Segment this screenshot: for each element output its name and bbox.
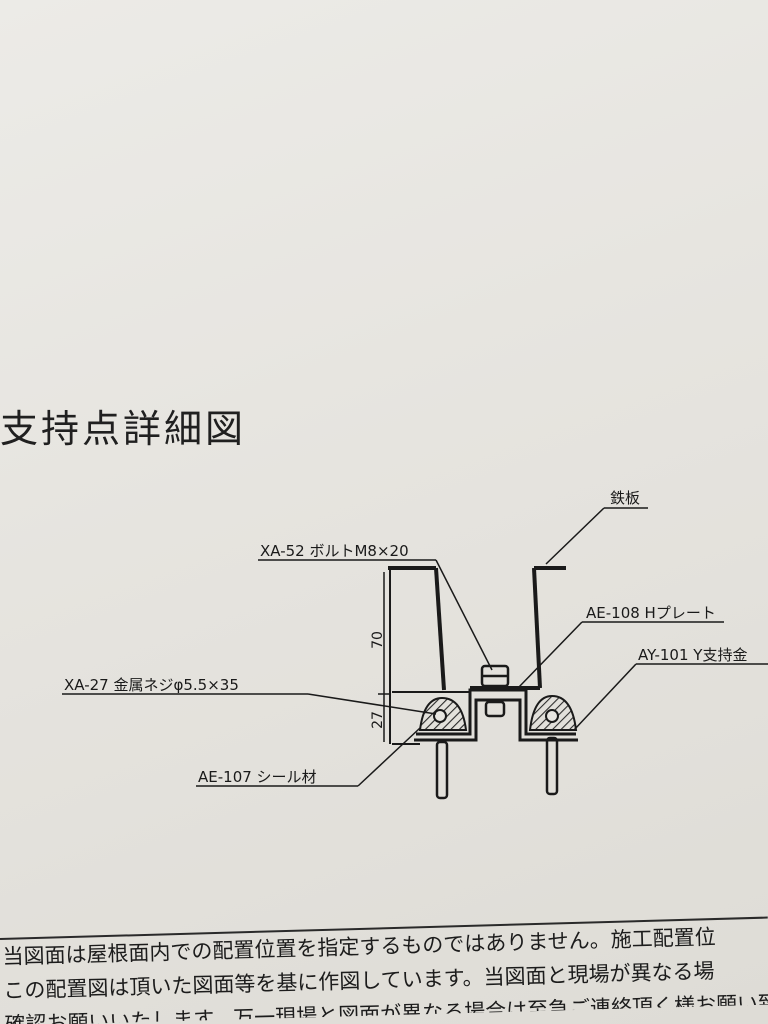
dimension-70: 70	[370, 631, 386, 649]
dimension-lines	[378, 572, 390, 742]
right-plate-member	[532, 566, 566, 689]
bolt-assembly	[480, 664, 510, 718]
callout-steel-plate: 鉄板	[610, 489, 640, 507]
seal-material-blobs	[418, 694, 578, 731]
dimension-27: 27	[370, 711, 386, 729]
metal-screws	[435, 736, 559, 800]
left-frame-member	[388, 566, 470, 745]
leader-lines	[62, 507, 768, 787]
callout-h-plate: AE-108 Hプレート	[586, 604, 716, 622]
callout-metal-screw: XA-27 金属ネジφ5.5×35	[64, 676, 239, 694]
drawing-title: 支持点詳細図	[0, 407, 247, 451]
callout-y-support: AY-101 Y支持金	[638, 646, 747, 664]
callout-bolt: XA-52 ボルトM8×20	[260, 542, 409, 560]
h-plate	[414, 686, 578, 742]
callout-seal-material: AE-107 シール材	[198, 768, 317, 786]
